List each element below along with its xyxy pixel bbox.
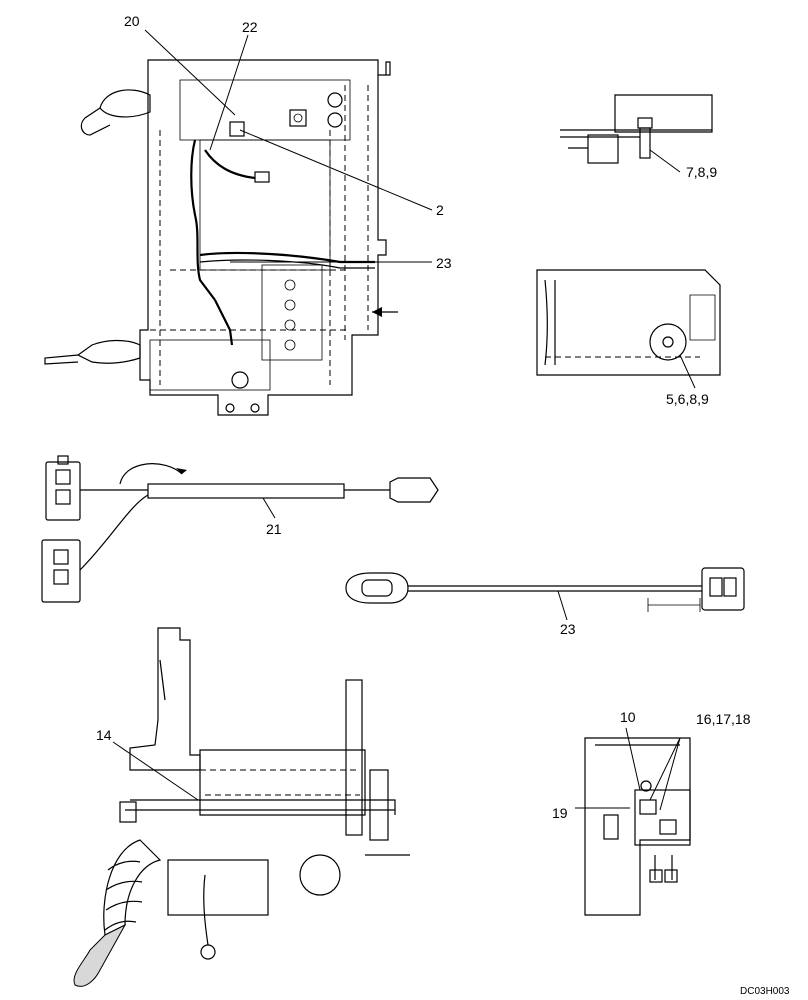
- callout-10: 10: [620, 709, 636, 725]
- callout-21: 21: [266, 521, 282, 537]
- callout-7-8-9: 7,8,9: [686, 164, 717, 180]
- callout-5-6-8-9: 5,6,8,9: [666, 391, 709, 407]
- harness-21: [41, 455, 439, 603]
- callout-14: 14: [96, 727, 112, 743]
- bolt-detail-view: [560, 94, 713, 173]
- callout-23-bottom: 23: [560, 621, 576, 637]
- callout-22: 22: [242, 19, 258, 35]
- callout-23-top: 23: [436, 255, 452, 271]
- callout-2: 2: [436, 202, 444, 218]
- valve-detail-view: [575, 727, 691, 916]
- drawing-code: DC03H003: [740, 986, 790, 997]
- housing-detail-view: [536, 269, 721, 389]
- callout-19: 19: [552, 805, 568, 821]
- harness-23: [345, 567, 745, 621]
- joystick-side-view: [73, 627, 410, 987]
- callout-20: 20: [124, 13, 140, 29]
- callout-16-17-18: 16,17,18: [696, 711, 751, 727]
- console-frame-view: [44, 29, 433, 416]
